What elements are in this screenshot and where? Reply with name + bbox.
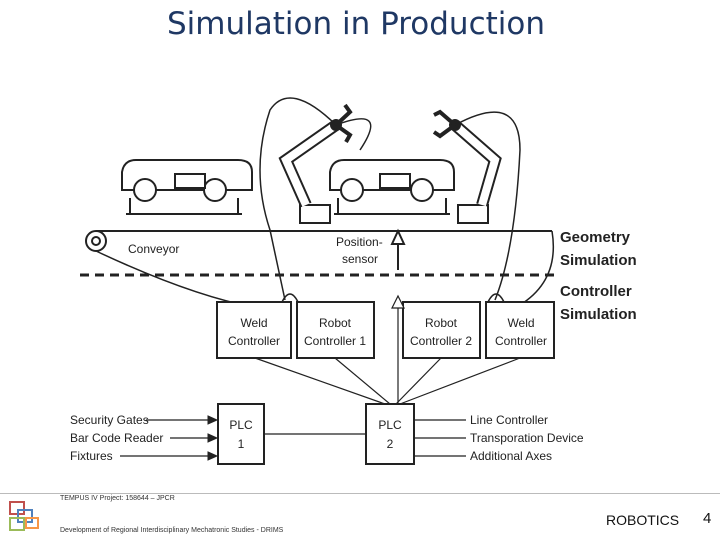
footer-topic: ROBOTICS bbox=[606, 512, 680, 528]
weld-controller-2-box bbox=[485, 301, 555, 359]
car-1-wheel-rear bbox=[203, 178, 227, 202]
plc-2-box bbox=[365, 403, 415, 465]
plc-2-label-1: PLC bbox=[378, 418, 402, 432]
conveyor-roller bbox=[85, 230, 107, 252]
tempus-logo-icon bbox=[9, 501, 39, 531]
footer-divider bbox=[0, 493, 720, 494]
slide-title: Simulation in Production bbox=[166, 6, 546, 42]
robot-2 bbox=[432, 109, 502, 224]
weld-controller-2-label-2: Controller bbox=[495, 334, 547, 348]
position-sensor-label-2: sensor bbox=[342, 252, 378, 266]
car-1-window bbox=[174, 173, 206, 189]
plc-1-label-2: 1 bbox=[238, 437, 245, 451]
plc-2-label-2: 2 bbox=[387, 437, 394, 451]
right-output-transportation-device: Transporation Device bbox=[470, 431, 584, 445]
robot-controller-1-box bbox=[296, 301, 375, 359]
footer-project-line: TEMPUS IV Project: 158644 – JPCR bbox=[60, 495, 175, 502]
robot-controller-1-label-1: Robot bbox=[319, 316, 352, 330]
page-number: 4 bbox=[703, 510, 712, 527]
geometry-simulation-label-1: Geometry bbox=[560, 229, 631, 246]
car-2-window bbox=[379, 173, 411, 189]
footer-program-line: Development of Regional Interdisciplinar… bbox=[60, 527, 284, 534]
robot-controller-1-label-2: Controller 1 bbox=[304, 334, 366, 348]
robot-controller-2-label-1: Robot bbox=[425, 316, 458, 330]
left-input-fixtures: Fixtures bbox=[70, 449, 113, 463]
controller-simulation-label-2: Simulation bbox=[560, 306, 637, 323]
robot-1 bbox=[278, 103, 353, 224]
conveyor-label: Conveyor bbox=[128, 242, 179, 256]
weld-controller-2-label-1: Weld bbox=[507, 316, 534, 330]
right-output-additional-axes: Additional Axes bbox=[470, 449, 552, 463]
plc-1-box bbox=[217, 403, 265, 465]
robot-controller-2-label-2: Controller 2 bbox=[410, 334, 472, 348]
right-output-line-controller: Line Controller bbox=[470, 413, 548, 427]
weld-controller-1-label-1: Weld bbox=[240, 316, 267, 330]
weld-controller-1-box bbox=[216, 301, 292, 359]
car-2-wheel-rear bbox=[410, 178, 434, 202]
robot-controller-2-box bbox=[402, 301, 481, 359]
plc-1-label-1: PLC bbox=[229, 418, 253, 432]
controller-simulation-label-1: Controller bbox=[560, 283, 632, 300]
left-input-security-gates: Security Gates bbox=[70, 413, 149, 427]
left-input-bar-code-reader: Bar Code Reader bbox=[70, 431, 163, 445]
car-2-wheel-front bbox=[340, 178, 364, 202]
position-sensor-label-1: Position- bbox=[336, 235, 383, 249]
geometry-simulation-label-2: Simulation bbox=[560, 252, 637, 269]
weld-controller-1-label-2: Controller bbox=[228, 334, 280, 348]
car-1-wheel-front bbox=[133, 178, 157, 202]
